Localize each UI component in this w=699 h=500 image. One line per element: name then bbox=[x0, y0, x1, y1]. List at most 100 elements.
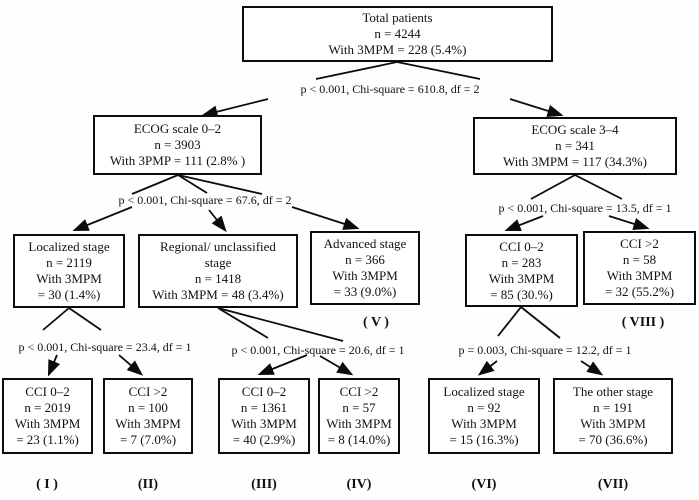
node-line: = 40 (2.9%) bbox=[232, 432, 296, 447]
node-line: = 85 (30.%) bbox=[490, 286, 553, 302]
node-line: n = 366 bbox=[345, 252, 385, 267]
node-advanced-stage: Advanced stage n = 366 With 3MPM = 33 (9… bbox=[310, 231, 420, 305]
arrow-root-to-ecog02 bbox=[201, 98, 269, 118]
arrow-localized-to-group-i bbox=[47, 354, 61, 377]
node-line: CCI 0–2 bbox=[241, 384, 287, 399]
arrow-regional-to-group-iv bbox=[319, 355, 354, 376]
node-line: n = 341 bbox=[555, 138, 595, 153]
node-line: CCI 0–2 bbox=[25, 384, 70, 399]
node-group-vii: The other stage n = 191 With 3MPM = 70 (… bbox=[553, 378, 673, 454]
node-line: n = 58 bbox=[622, 252, 657, 267]
node-group-ii: CCI >2 n = 100 With 3MPM = 7 (7.0%) bbox=[103, 378, 193, 454]
node-group-iii: CCI 0–2 n = 1361 With 3MPM = 40 (2.9%) bbox=[218, 378, 310, 454]
node-line: = 7 (7.0%) bbox=[119, 432, 177, 447]
connector-cci02r-split-right bbox=[520, 306, 561, 339]
node-line: With 3MPM = 48 (3.4%) bbox=[152, 287, 284, 302]
node-line: CCI >2 bbox=[128, 384, 168, 399]
node-line: With 3MPM bbox=[606, 268, 673, 283]
node-line: With 3MPM bbox=[231, 416, 297, 431]
stat-ecog02-split: p < 0.001, Chi-square = 67.6, df = 2 bbox=[118, 193, 292, 207]
node-line: n = 100 bbox=[128, 400, 168, 415]
node-line: Regional/ unclassified bbox=[160, 239, 276, 254]
node-cci-gt2-right: CCI >2 n = 58 With 3MPM = 32 (55.2%) bbox=[583, 231, 696, 305]
stat-localized-split: p < 0.001, Chi-square = 23.4, df = 1 bbox=[18, 340, 192, 354]
group-label-ii: (II) bbox=[137, 477, 159, 492]
group-label-iv: (IV) bbox=[346, 477, 372, 492]
group-label-viii: ( VIII ) bbox=[621, 315, 665, 330]
connector-ecog02-split-right bbox=[177, 174, 263, 195]
connector-regional-split-right bbox=[217, 307, 344, 342]
node-line: Advanced stage bbox=[323, 236, 407, 251]
node-line: n = 92 bbox=[467, 400, 501, 415]
node-line: ECOG scale 3–4 bbox=[531, 122, 619, 137]
arrow-root-to-ecog34 bbox=[509, 98, 564, 117]
node-line: n = 1418 bbox=[194, 271, 242, 286]
node-line: Localized stage bbox=[28, 239, 110, 254]
node-line: With 3MPM = 117 (34.3%) bbox=[503, 154, 647, 169]
connector-root-split-right bbox=[396, 61, 481, 80]
connector-ecog34-split-right bbox=[574, 174, 623, 200]
node-line: Total patients bbox=[362, 10, 433, 25]
arrow-cci02r-to-group-vii bbox=[580, 360, 604, 376]
node-line: n = 2119 bbox=[46, 255, 92, 270]
arrow-localized-to-group-ii bbox=[118, 354, 144, 376]
node-line: With 3MPM bbox=[115, 416, 181, 431]
node-line: ECOG scale 0–2 bbox=[133, 121, 222, 136]
node-regional-unclassified-stage: Regional/ unclassified stage n = 1418 Wi… bbox=[138, 234, 298, 308]
node-line: CCI >2 bbox=[620, 236, 659, 251]
node-cci-0-2-right: CCI 0–2 n = 283 With 3MPM = 85 (30.%) bbox=[465, 234, 578, 307]
stat-regional-split: p < 0.001, Chi-square = 20.6, df = 1 bbox=[231, 343, 405, 357]
node-line: With 3MPM bbox=[36, 271, 102, 286]
arrow-cci02r-to-group-vi bbox=[477, 360, 498, 376]
group-label-vi: (VI) bbox=[471, 477, 497, 492]
node-line: Localized stage bbox=[443, 384, 525, 399]
node-line: CCI 0–2 bbox=[499, 238, 544, 254]
arrow-ecog02-to-localized bbox=[72, 206, 133, 232]
arrow-ecog34-to-ccigt2r bbox=[608, 215, 650, 230]
connector-root-split-left bbox=[315, 61, 398, 80]
node-line: n = 191 bbox=[593, 400, 633, 415]
node-line: n = 283 bbox=[501, 254, 542, 270]
node-localized-stage: Localized stage n = 2119 With 3MPM = 30 … bbox=[13, 234, 125, 308]
node-line: With 3MPM bbox=[332, 268, 398, 283]
group-label-i: ( I ) bbox=[36, 477, 58, 492]
connector-ecog02-split-left bbox=[131, 174, 179, 195]
node-line: With 3PMP = 111 (2.8% ) bbox=[109, 153, 246, 168]
arrow-ecog34-to-cci02r bbox=[504, 215, 544, 231]
arrow-ecog02-to-advanced bbox=[291, 206, 360, 230]
node-line: n = 2019 bbox=[24, 400, 71, 415]
node-line: With 3MPM = 228 (5.4%) bbox=[328, 42, 467, 57]
node-line: CCI >2 bbox=[339, 384, 379, 399]
node-line: stage bbox=[204, 255, 232, 270]
stat-ecog34-split: p < 0.001, Chi-square = 13.5, df = 1 bbox=[498, 201, 672, 215]
node-line: = 8 (14.0%) bbox=[327, 432, 391, 447]
node-line: n = 1361 bbox=[240, 400, 288, 415]
group-label-iii: (III) bbox=[251, 477, 277, 492]
group-label-vii: (VII) bbox=[597, 477, 629, 492]
stat-root-split: p < 0.001, Chi-square = 610.8, df = 2 bbox=[300, 82, 480, 96]
connector-localized-split-right bbox=[68, 307, 102, 331]
stat-cci02r-split: p = 0.003, Chi-square = 12.2, df = 1 bbox=[458, 343, 632, 357]
node-line: = 30 (1.4%) bbox=[37, 287, 101, 302]
connector-localized-split-left bbox=[42, 307, 70, 331]
node-line: = 33 (9.0%) bbox=[333, 284, 397, 299]
node-group-vi: Localized stage n = 92 With 3MPM = 15 (1… bbox=[428, 378, 540, 454]
node-group-iv: CCI >2 n = 57 With 3MPM = 8 (14.0%) bbox=[318, 378, 400, 454]
node-line: With 3MPM bbox=[580, 416, 646, 431]
node-line: With 3MPM bbox=[326, 416, 392, 431]
node-group-i: CCI 0–2 n = 2019 With 3MPM = 23 (1.1%) bbox=[2, 378, 93, 454]
node-line: The other stage bbox=[572, 384, 654, 399]
connector-cci02r-split-left bbox=[497, 306, 522, 337]
connector-ecog02-split-mid bbox=[177, 174, 208, 194]
node-total-patients: Total patients n = 4244 With 3MPM = 228 … bbox=[242, 6, 553, 62]
node-line: n = 4244 bbox=[374, 26, 421, 41]
node-line: = 70 (36.6%) bbox=[578, 432, 648, 447]
node-line: With 3MPM bbox=[14, 416, 81, 431]
node-line: With 3MPM bbox=[488, 270, 555, 286]
node-line: = 32 (55.2%) bbox=[604, 284, 675, 299]
node-line: n = 57 bbox=[342, 400, 376, 415]
node-line: n = 3903 bbox=[154, 137, 201, 152]
arrow-ecog02-to-regional bbox=[208, 209, 227, 233]
